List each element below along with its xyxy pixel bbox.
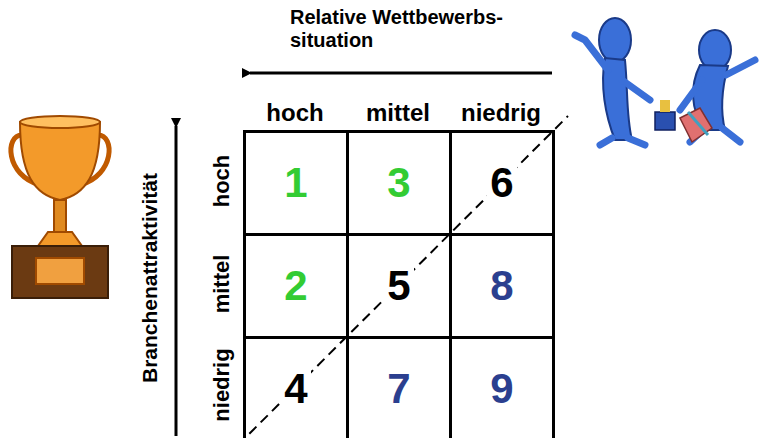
field-number: 8 xyxy=(487,264,516,308)
matrix-cell: 4 xyxy=(243,336,349,438)
column-header: mittel xyxy=(366,99,430,127)
row-header: niedrig xyxy=(209,348,234,421)
field-number: 7 xyxy=(384,367,413,411)
matrix-cell: 6 xyxy=(449,130,555,236)
row-header: mittel xyxy=(209,255,234,314)
matrix-cell: 2 xyxy=(243,233,349,339)
row-header: hoch xyxy=(209,155,234,208)
field-number: 3 xyxy=(384,161,413,205)
column-header: niedrig xyxy=(461,99,541,127)
field-number: 9 xyxy=(487,367,516,411)
axis-title: Branchenattraktivität xyxy=(138,173,162,383)
diagonal-line xyxy=(238,116,568,438)
field-number: 5 xyxy=(384,264,413,308)
field-number: 6 xyxy=(487,161,516,205)
axis-arrow xyxy=(175,126,178,436)
matrix-cell: 5 xyxy=(346,233,452,339)
axis-arrow xyxy=(250,72,552,75)
matrix-cell: 1 xyxy=(243,130,349,236)
field-number: 4 xyxy=(281,367,310,411)
trophy-icon xyxy=(11,116,109,298)
matrix-cell: 3 xyxy=(346,130,452,236)
matrix-cell: 8 xyxy=(449,233,555,339)
column-header: hoch xyxy=(266,99,323,127)
field-number: 2 xyxy=(281,264,310,308)
matrix-cell: 9 xyxy=(449,336,555,438)
players-illustration xyxy=(575,18,755,145)
axis-title: Relative Wettbewerbs- situation xyxy=(290,6,552,52)
matrix-cell: 7 xyxy=(346,336,452,438)
field-number: 1 xyxy=(281,161,310,205)
